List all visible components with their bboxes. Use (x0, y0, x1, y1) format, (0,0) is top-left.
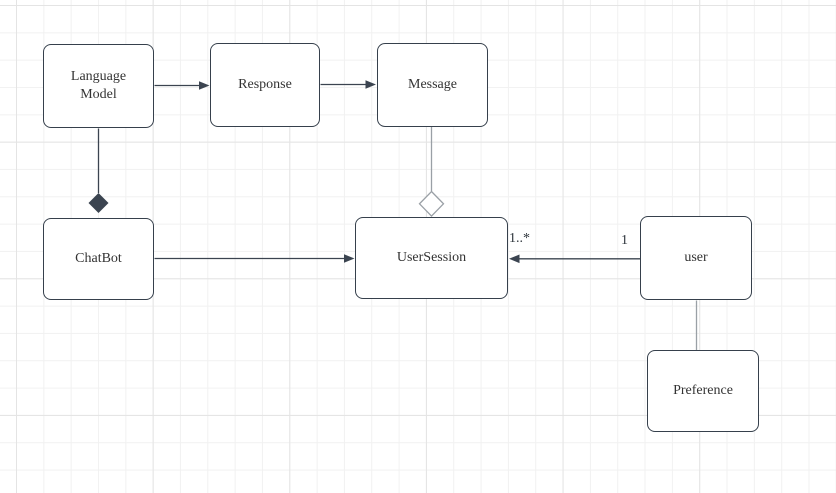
multiplicity-label-many[interactable]: 1..* (509, 231, 530, 246)
node-label: UserSession (396, 249, 467, 265)
node-chatbot[interactable]: ChatBot (43, 218, 154, 300)
composition-diamond-icon (88, 193, 109, 213)
node-label: ChatBot (75, 250, 122, 266)
node-label: Message (408, 76, 457, 92)
node-label: Language Model (70, 68, 127, 102)
node-usersession[interactable]: UserSession (355, 217, 508, 299)
node-preference[interactable]: Preference (647, 350, 759, 432)
node-label: Response (238, 76, 292, 92)
arrowhead-right-icon (199, 81, 210, 90)
multiplicity-label-one[interactable]: 1 (621, 233, 628, 248)
node-label: user (684, 249, 708, 265)
arrowhead-left-icon (509, 254, 520, 264)
node-user[interactable]: user (640, 216, 752, 300)
node-label: Preference (673, 382, 733, 398)
node-response[interactable]: Response (210, 43, 320, 127)
node-message[interactable]: Message (377, 43, 488, 127)
arrowhead-right-icon (365, 80, 376, 89)
arrowhead-right-icon (344, 254, 355, 263)
aggregation-diamond-icon (418, 190, 445, 218)
node-language-model[interactable]: Language Model (43, 44, 154, 128)
